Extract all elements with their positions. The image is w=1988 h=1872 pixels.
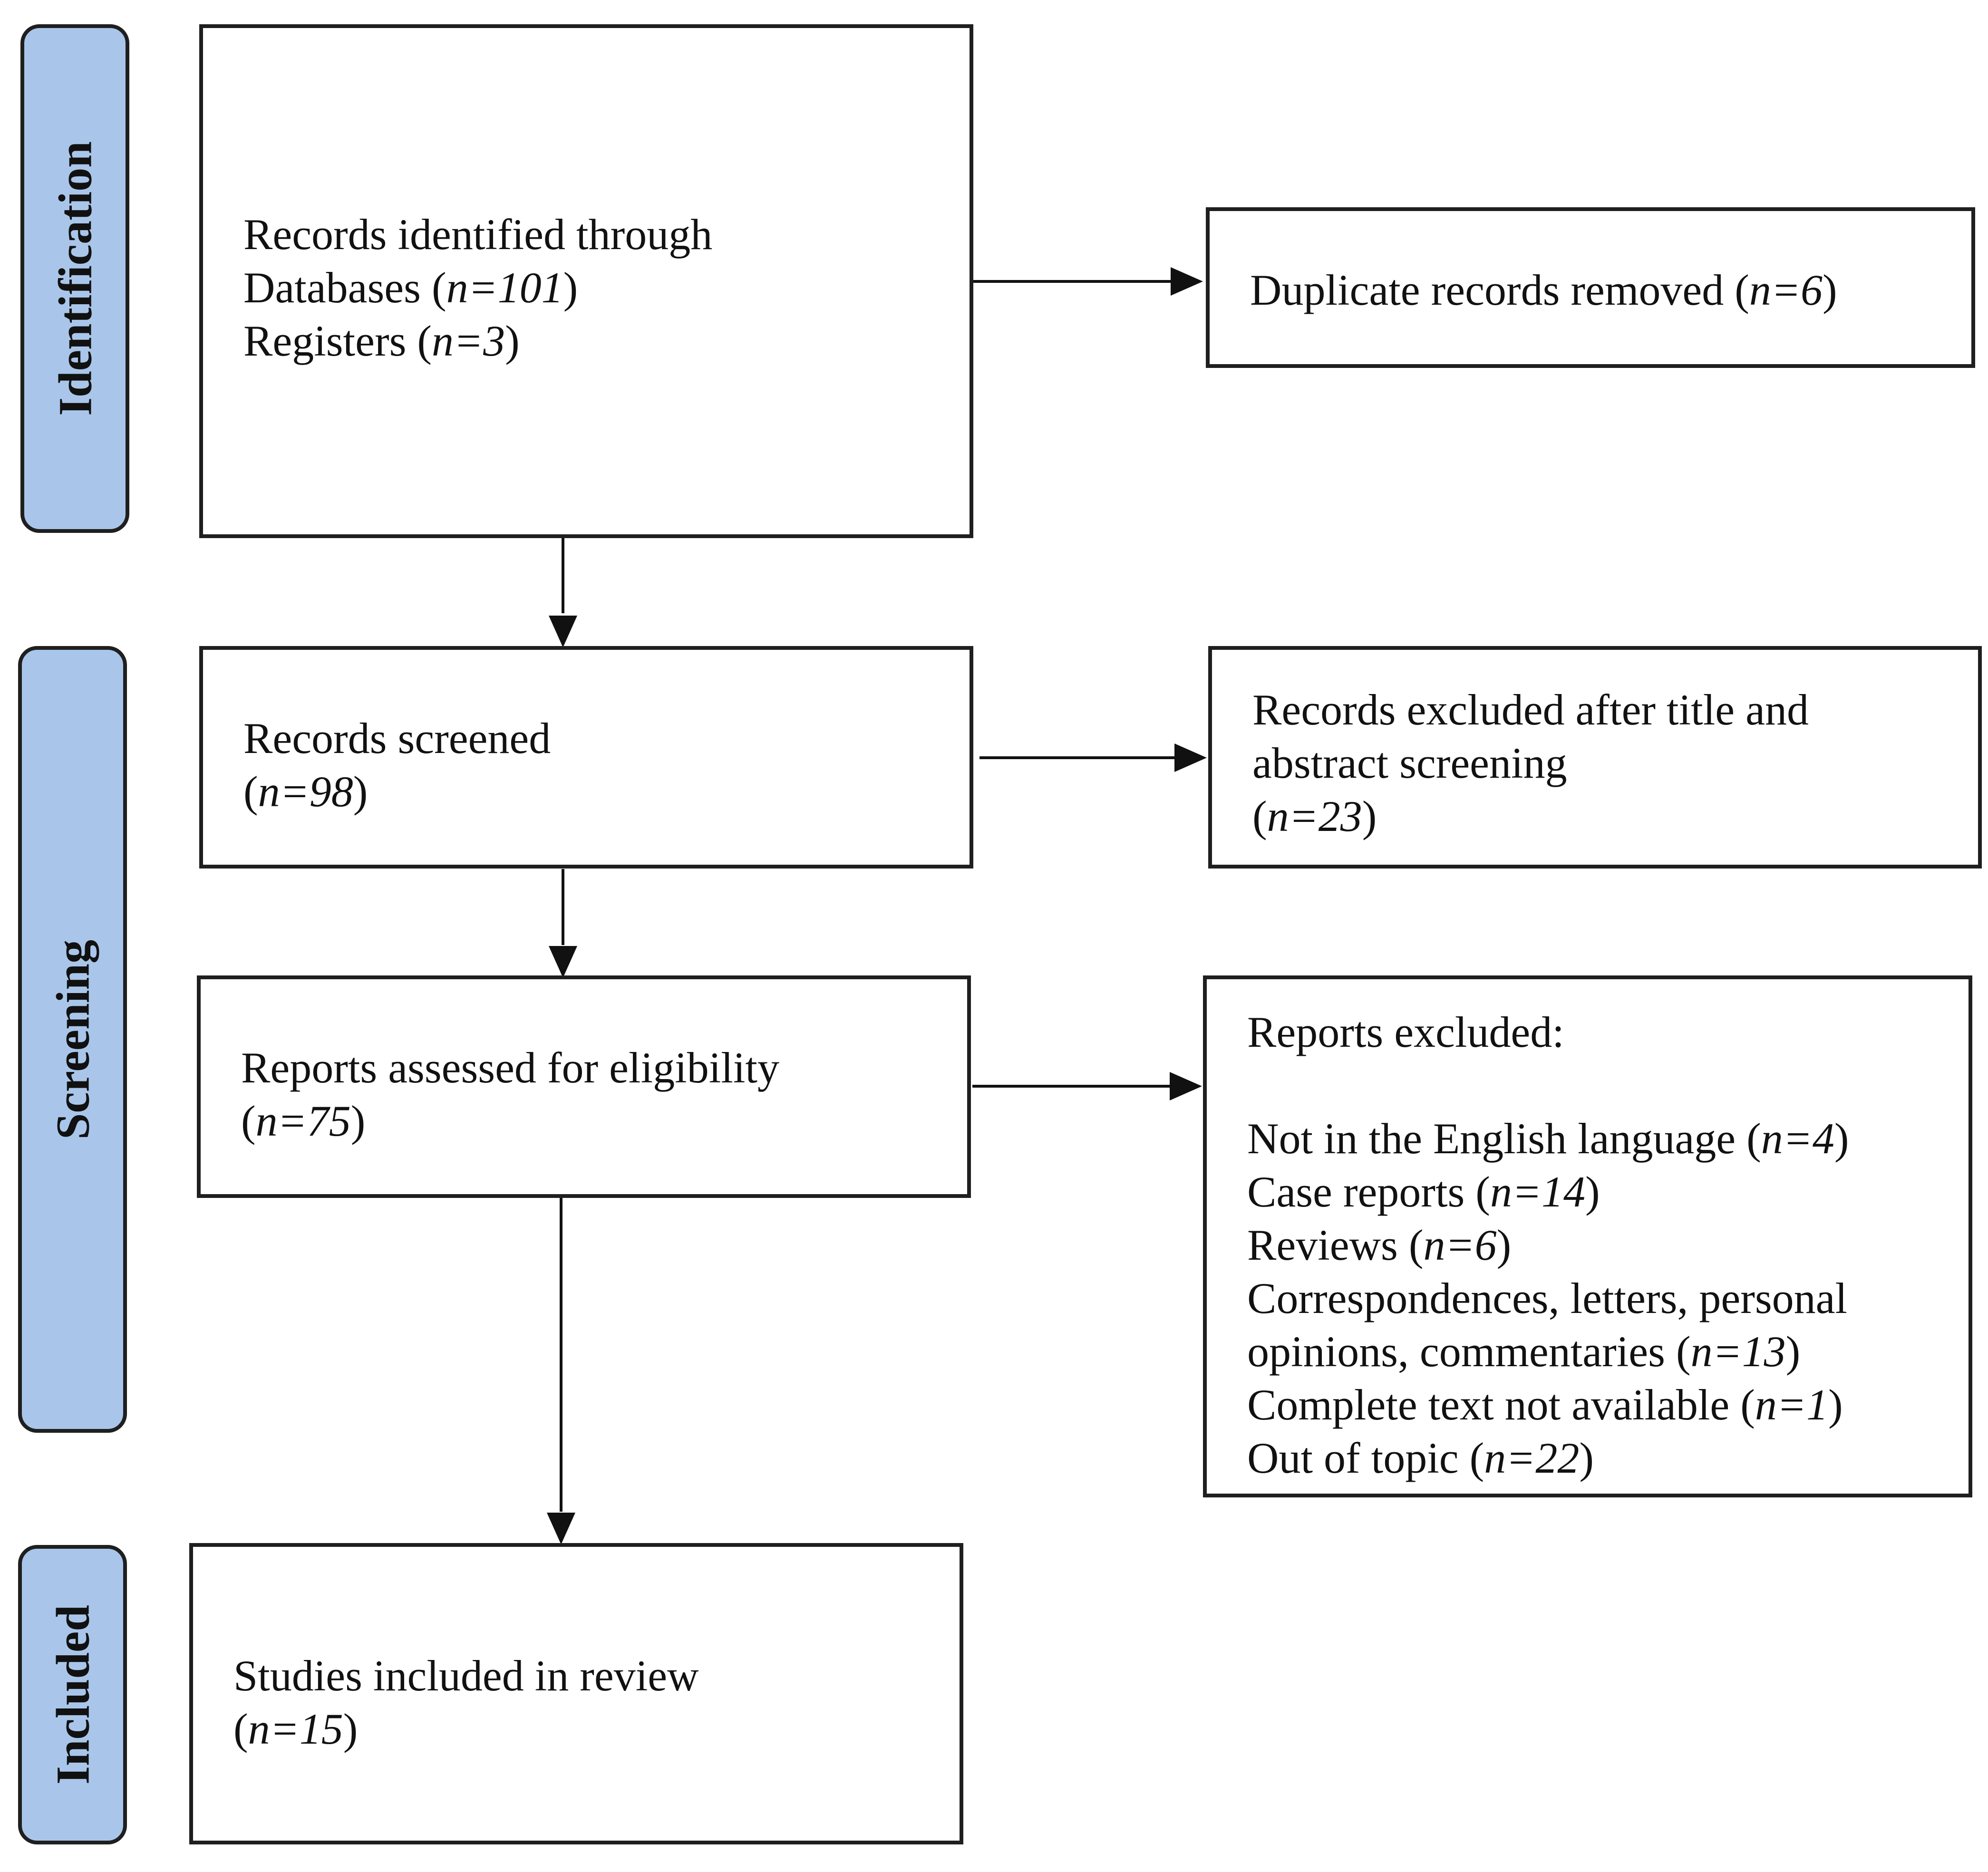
reason-opinions: opinions, commentaries (n=13) (1247, 1327, 1801, 1376)
screened-box: Records screened (n=98) (199, 646, 973, 868)
eligibility-count: n=75 (255, 1097, 351, 1145)
excluded-line2: abstract screening (1252, 739, 1567, 787)
excluded-line1: Records excluded after title and (1252, 685, 1809, 734)
reason-correspondences: Correspondences, letters, personal (1247, 1274, 1848, 1322)
reason-case-reports: Case reports (n=14) (1247, 1168, 1600, 1216)
databases-count: n=101 (446, 263, 563, 312)
reason-not-english: Not in the English language (n=4) (1247, 1114, 1849, 1163)
arrowhead-screened (549, 616, 577, 647)
databases-line: Databases (n=101) (243, 263, 578, 312)
eligibility-box: Reports assessed for eligibility (n=75) (197, 975, 971, 1198)
arrowhead-excluded (1174, 743, 1207, 772)
duplicates-box: Duplicate records removed (n=6) (1206, 207, 1975, 368)
registers-line: Registers (n=3) (243, 317, 520, 365)
screened-line: (n=98) (243, 767, 368, 816)
arrowhead-eligibility (549, 946, 577, 978)
included-box: Studies included in review (n=15) (189, 1543, 963, 1844)
excluded-title-abstract-box: Records excluded after title and abstrac… (1208, 646, 1982, 868)
eligibility-line: (n=75) (241, 1097, 366, 1145)
registers-count: n=3 (432, 317, 505, 365)
duplicates-count: n=6 (1749, 266, 1823, 314)
duplicates-line: Duplicate records removed (n=6) (1250, 266, 1837, 314)
phase-included: Included (18, 1545, 127, 1844)
screened-count: n=98 (258, 767, 353, 816)
arrowhead-included (547, 1513, 575, 1544)
reason-out-of-topic: Out of topic (n=22) (1247, 1434, 1594, 1482)
reports-excluded-heading: Reports excluded: (1247, 1008, 1564, 1056)
identification-box: Records identified through Databases (n=… (199, 24, 973, 538)
screened-label: Records screened (243, 714, 551, 762)
identification-line1: Records identified through (243, 210, 713, 259)
eligibility-label: Reports assessed for eligibility (241, 1043, 779, 1092)
reason-text-unavailable: Complete text not available (n=1) (1247, 1380, 1843, 1429)
included-line: (n=15) (233, 1705, 358, 1753)
phase-identification: Identification (20, 24, 129, 533)
arrowhead-duplicates (1171, 267, 1203, 296)
arrowhead-reports-excluded (1170, 1072, 1202, 1100)
reports-excluded-box: Reports excluded: Not in the English lan… (1203, 975, 1972, 1497)
phase-screening: Screening (18, 646, 127, 1433)
included-count: n=15 (248, 1705, 343, 1753)
included-label: Studies included in review (233, 1651, 699, 1700)
excluded-count: n=23 (1267, 792, 1362, 840)
reason-reviews: Reviews (n=6) (1247, 1221, 1512, 1269)
excluded-n-line: (n=23) (1252, 792, 1377, 840)
